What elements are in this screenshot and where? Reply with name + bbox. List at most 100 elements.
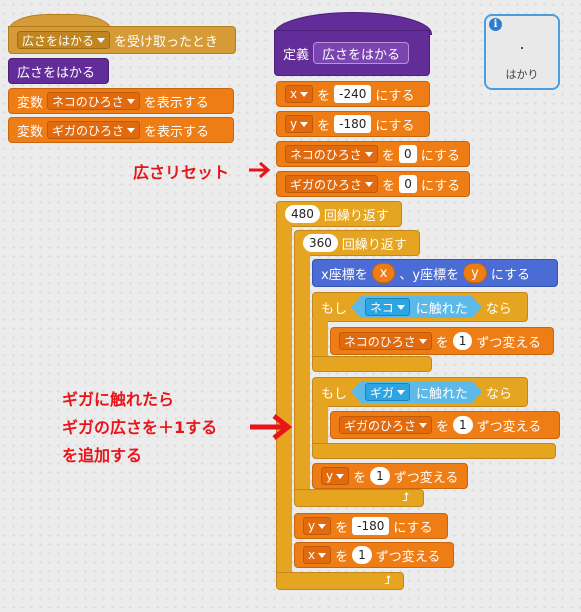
repeat-inner-footer — [294, 489, 424, 507]
value-input[interactable]: 0 — [399, 175, 418, 193]
touching-label: に触れた — [415, 301, 468, 317]
custom-block-call[interactable]: 広さをはかる — [8, 58, 109, 84]
variable-name: ネコのひろさ — [52, 94, 124, 109]
variable-dropdown[interactable]: ギガのひろさ — [285, 175, 379, 193]
touching-sensor[interactable]: ネコ に触れた — [351, 296, 482, 318]
variable-name: ギガのひろさ — [52, 123, 125, 138]
repeat-count-input[interactable]: 360 — [303, 234, 338, 252]
if-touching-neko-block[interactable]: もし ネコ に触れた なら — [312, 292, 528, 322]
set-suffix: にする — [421, 178, 461, 194]
define-block[interactable]: 定義 広さをはかる — [274, 30, 430, 76]
sprite-preview: . — [519, 34, 525, 53]
define-name: 広さをはかる — [322, 47, 401, 63]
repeat-outer-footer — [276, 572, 404, 590]
variable-name: y — [326, 469, 334, 483]
loop-arrow-icon: ⮥ — [402, 490, 410, 504]
chevron-down-icon — [397, 390, 405, 395]
value-input[interactable]: -240 — [334, 85, 372, 103]
set-variable-block-y-2[interactable]: y を -180 にする — [294, 513, 448, 539]
variable-name: ギガのひろさ — [290, 177, 363, 192]
value-input[interactable]: 0 — [398, 145, 417, 163]
then-label: なら — [486, 386, 513, 402]
x-variable-reporter[interactable]: x — [371, 263, 396, 283]
change-variable-block-y[interactable]: y を 1 ずつ変える — [312, 463, 468, 489]
value-input[interactable]: 1 — [453, 416, 473, 434]
set-suffix: にする — [420, 148, 460, 164]
value-input[interactable]: 1 — [452, 332, 473, 350]
custom-block-name: 広さをはかる — [17, 65, 96, 81]
set-variable-block-y[interactable]: y を -180 にする — [276, 111, 430, 137]
change-variable-block-giga[interactable]: ギガのひろさ を 1 ずつ変える — [330, 411, 560, 439]
show-variable-prefix: 変数 — [17, 95, 44, 111]
set-variable-block-giga[interactable]: ギガのひろさ を 0 にする — [276, 171, 470, 197]
goto-xy-block[interactable]: x座標を x 、y座標を y にする — [312, 259, 558, 287]
repeat-label: 回繰り返す — [341, 237, 407, 253]
sprite-dropdown[interactable]: ギガ — [365, 383, 410, 401]
variable-dropdown[interactable]: ギガのひろさ — [339, 416, 433, 434]
chevron-down-icon — [300, 91, 309, 97]
change-suffix: ずつ変える — [476, 335, 542, 351]
chevron-down-icon — [300, 121, 309, 127]
if-touching-giga-block[interactable]: もし ギガ に触れた なら — [312, 377, 528, 407]
if-label: もし — [321, 301, 348, 317]
variable-dropdown[interactable]: ネコのひろさ — [47, 92, 140, 110]
broadcast-dropdown[interactable]: 広さをはかる — [17, 31, 111, 49]
change-by-label: を — [335, 549, 349, 565]
variable-name: ギガのひろさ — [344, 418, 417, 433]
when-receive-block[interactable]: 広さをはかる を受け取ったとき — [8, 26, 236, 54]
broadcast-name: 広さをはかる — [22, 33, 95, 48]
change-suffix: ずつ変える — [476, 419, 542, 435]
variable-dropdown[interactable]: ネコのひろさ — [285, 145, 378, 163]
show-variable-block-1[interactable]: 変数 ネコのひろさ を表示する — [8, 88, 234, 114]
value-input[interactable]: -180 — [352, 517, 390, 535]
show-variable-prefix: 変数 — [17, 124, 44, 140]
repeat-label: 回繰り返す — [323, 208, 389, 224]
chevron-down-icon — [419, 422, 428, 428]
change-variable-block-x[interactable]: x を 1 ずつ変える — [294, 542, 454, 568]
change-by-label: を — [353, 470, 367, 486]
define-name-slot: 広さをはかる — [313, 42, 410, 64]
repeat-count-input[interactable]: 480 — [285, 205, 320, 223]
annotation-line-1: ギガに触れたら — [62, 390, 175, 409]
set-variable-block-neko[interactable]: ネコのひろさ を 0 にする — [276, 141, 470, 167]
if-giga-arm — [312, 405, 328, 455]
variable-name: x — [290, 87, 298, 101]
change-variable-block-neko[interactable]: ネコのひろさ を 1 ずつ変える — [330, 327, 554, 355]
sprite-dropdown[interactable]: ネコ — [365, 298, 410, 316]
sprite-name-label: はかり — [505, 68, 539, 81]
chevron-down-icon — [127, 127, 136, 133]
touching-sensor[interactable]: ギガ に触れた — [351, 381, 482, 403]
variable-dropdown[interactable]: x — [285, 85, 314, 103]
value-input[interactable]: 1 — [370, 467, 390, 485]
sprite-name: ネコ — [370, 300, 394, 315]
variable-dropdown[interactable]: x — [303, 546, 332, 564]
sprite-thumbnail[interactable]: i . はかり — [484, 14, 560, 90]
repeat-block-inner[interactable]: 360 回繰り返す — [294, 230, 420, 256]
variable-dropdown[interactable]: y — [321, 467, 350, 485]
variable-dropdown[interactable]: y — [285, 115, 314, 133]
value-input[interactable]: -180 — [334, 115, 372, 133]
set-variable-block-x[interactable]: x を -240 にする — [276, 81, 430, 107]
show-variable-block-2[interactable]: 変数 ギガのひろさ を表示する — [8, 117, 234, 143]
reset-annotation: 広さリセット — [133, 163, 230, 182]
goto-x-label: x座標を — [321, 267, 368, 283]
y-variable-reporter[interactable]: y — [463, 263, 487, 283]
variable-dropdown[interactable]: y — [303, 517, 332, 535]
change-by-label: を — [436, 419, 450, 435]
set-to-label: を — [317, 88, 331, 104]
change-suffix: ずつ変える — [393, 470, 459, 486]
show-variable-suffix: を表示する — [144, 124, 210, 140]
repeat-inner-arm — [294, 253, 310, 491]
variable-name: x — [308, 548, 316, 562]
variable-dropdown[interactable]: ギガのひろさ — [47, 121, 141, 139]
annotation-line-2: ギガの広さを＋1する — [62, 418, 218, 437]
chevron-down-icon — [418, 338, 427, 344]
set-to-label: を — [335, 520, 349, 536]
variable-dropdown[interactable]: ネコのひろさ — [339, 332, 432, 350]
repeat-block-outer[interactable]: 480 回繰り返す — [276, 201, 402, 227]
then-label: なら — [485, 301, 512, 317]
define-label: 定義 — [283, 47, 310, 63]
info-icon[interactable]: i — [489, 18, 502, 31]
variable-name: y — [290, 117, 298, 131]
value-input[interactable]: 1 — [352, 546, 372, 564]
